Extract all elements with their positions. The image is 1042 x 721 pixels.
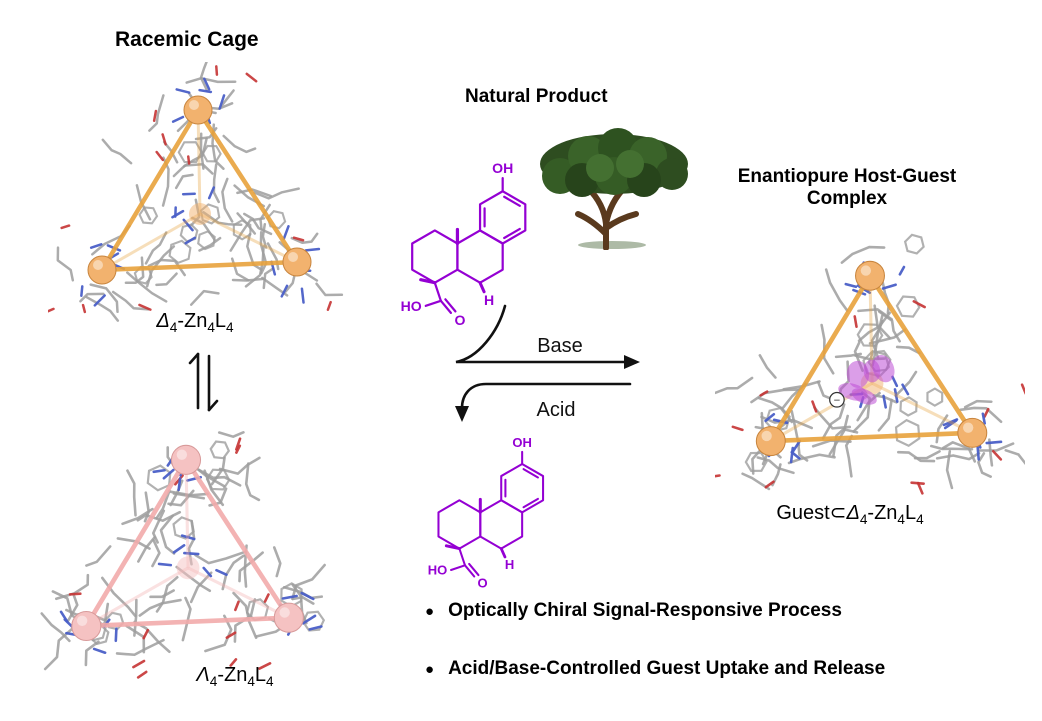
racemic-cage-title: Racemic Cage — [115, 28, 259, 51]
tree-shapes — [540, 128, 688, 250]
bullet-point-2: ● Acid/Base-Controlled Guest Uptake and … — [425, 658, 1042, 681]
arrow-paths — [455, 304, 632, 410]
ho-label: HO — [401, 298, 422, 314]
o-label: O — [478, 576, 488, 591]
reaction-arrows: Base Acid — [455, 304, 640, 422]
natural-product-title: Natural Product — [465, 86, 608, 107]
host-guest-complex-structure: − — [715, 233, 1025, 495]
equilibrium-harpoons-icon — [188, 352, 219, 412]
lambda-cage-label: Λ4-Zn4L4 — [196, 664, 274, 689]
tree-icon — [540, 128, 688, 250]
ho-label: HO — [428, 563, 448, 578]
bullet-text: Optically Chiral Signal-Responsive Proce… — [448, 600, 842, 621]
bullet-icon: ● — [425, 661, 435, 678]
bullet-text: Acid/Base-Controlled Guest Uptake and Re… — [448, 658, 886, 679]
released-guest-structure: OH HO O H — [428, 435, 545, 591]
atom-labels: OH HO O H — [428, 435, 532, 590]
oh-label: OH — [492, 160, 513, 176]
svg-text:−: − — [834, 395, 841, 407]
arrow-heads — [455, 355, 640, 422]
oh-label: OH — [512, 435, 532, 450]
atom-labels: OH HO O H — [401, 160, 514, 328]
host-guest-label: Guest⊂Δ4-Zn4L4 — [776, 502, 924, 527]
natural-product-structure: OH HO O H — [401, 160, 527, 328]
equilibrium-lines — [188, 352, 219, 412]
delta-cage-structure — [48, 62, 344, 322]
base-arrow-label: Base — [537, 335, 583, 357]
bullet-point-1: ● Optically Chiral Signal-Responsive Pro… — [425, 600, 1035, 623]
bullet-icon: ● — [425, 603, 435, 620]
bond-skeleton — [411, 177, 527, 314]
o-label: O — [454, 312, 465, 328]
delta-cage-label: Δ4-Zn4L4 — [156, 310, 234, 335]
h-label: H — [505, 557, 514, 572]
host-guest-complex-title: Enantiopure Host-Guest Complex — [737, 166, 957, 209]
acid-arrow-label: Acid — [537, 399, 576, 421]
bond-skeleton — [437, 450, 545, 578]
h-label: H — [484, 292, 494, 308]
lambda-cage-structure — [40, 431, 326, 679]
